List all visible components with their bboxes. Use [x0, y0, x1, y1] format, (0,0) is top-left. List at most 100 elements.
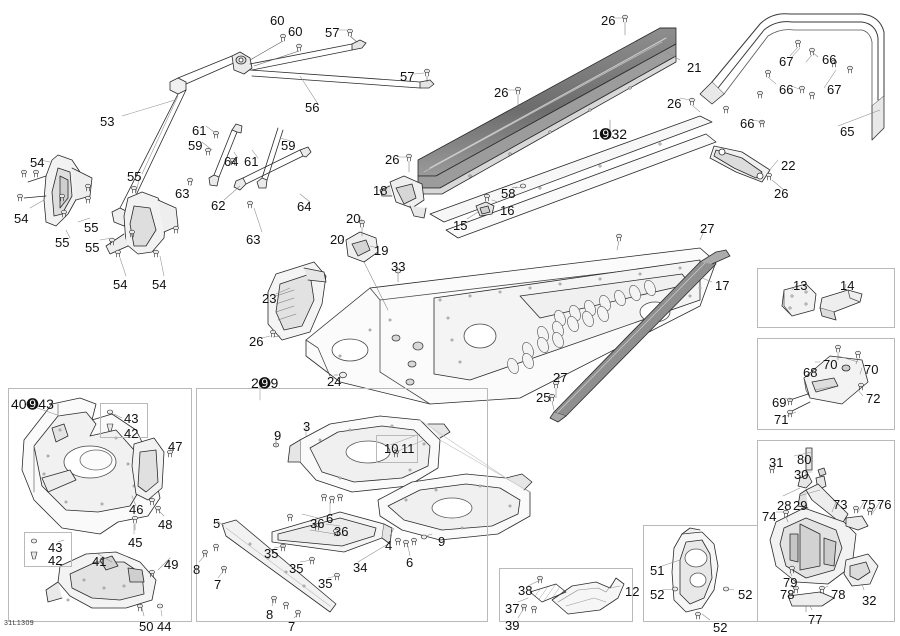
callout-55: 55	[55, 235, 70, 250]
callout-70: 70	[823, 357, 838, 372]
callout-31: 31	[769, 455, 784, 470]
callout-52: 52	[713, 620, 728, 635]
callout-26: 26	[667, 96, 682, 111]
callout-44: 44	[157, 619, 172, 634]
callout-7: 7	[288, 619, 296, 634]
callout-59: 59	[188, 138, 203, 153]
callout-41: 41	[92, 554, 107, 569]
footer-code: 31L1309	[4, 620, 35, 627]
callout-21: 21	[687, 60, 702, 75]
callout-54: 54	[152, 277, 167, 292]
callout-27: 27	[700, 221, 715, 236]
callout-43: 43	[124, 411, 139, 426]
panel-10-11	[376, 435, 418, 463]
callout-36: 36	[334, 524, 349, 539]
callout-13: 13	[793, 278, 808, 293]
rear-grab-bar	[699, 13, 885, 183]
callout-55: 55	[85, 240, 100, 255]
callout-64: 64	[224, 154, 239, 169]
callout-2-9: 2➒9	[251, 375, 279, 391]
callout-70: 70	[864, 362, 879, 377]
callout-34: 34	[353, 560, 368, 575]
callout-14: 14	[840, 278, 855, 293]
callout-19: 19	[374, 243, 389, 258]
callout-23: 23	[262, 291, 277, 306]
callout-80: 80	[797, 452, 812, 467]
callout-60: 60	[270, 13, 285, 28]
callout-50: 50	[139, 619, 154, 634]
callout-57: 57	[400, 69, 415, 84]
callout-54: 54	[30, 155, 45, 170]
callout-28: 28	[777, 498, 792, 513]
callout-8: 8	[266, 607, 274, 622]
steering-column-support	[768, 447, 879, 613]
callout-55: 55	[84, 220, 99, 235]
skid-plate-parts	[520, 575, 625, 615]
callout-30: 30	[794, 467, 809, 482]
callout-49: 49	[164, 557, 179, 572]
callout-58: 58	[501, 186, 516, 201]
callout-5: 5	[213, 516, 221, 531]
callout-69: 69	[772, 395, 787, 410]
callout-53: 53	[100, 114, 115, 129]
callout-43: 43	[48, 540, 63, 555]
callout-38: 38	[518, 583, 533, 598]
callout-35: 35	[264, 546, 279, 561]
callout-26: 26	[601, 13, 616, 28]
panel-73-80	[757, 440, 895, 622]
callout-66: 66	[740, 116, 755, 131]
callout-60: 60	[288, 24, 303, 39]
callout-26: 26	[494, 85, 509, 100]
callout-54: 54	[14, 211, 29, 226]
callout-46: 46	[129, 502, 144, 517]
callout-66: 66	[822, 52, 837, 67]
callout-39: 39	[505, 618, 520, 633]
callout-3: 3	[303, 419, 311, 434]
callout-1-32: 1➒32	[592, 126, 628, 142]
plate-cap-parts	[781, 283, 863, 321]
callout-25: 25	[536, 390, 551, 405]
callout-48: 48	[158, 517, 173, 532]
callout-18: 18	[373, 183, 388, 198]
steering-support-bracket	[671, 527, 730, 620]
callout-78: 78	[831, 587, 846, 602]
panel-front-body	[8, 388, 192, 622]
callout-22: 22	[781, 158, 796, 173]
callout-15: 15	[453, 218, 468, 233]
callout-9: 9	[438, 534, 446, 549]
callout-79: 79	[783, 575, 798, 590]
callout-51: 51	[650, 563, 665, 578]
panel-running-board	[196, 388, 488, 622]
callout-40-43: 40➒43	[11, 396, 54, 412]
callout-73: 73	[833, 497, 848, 512]
panel-43-42-bottom	[24, 532, 72, 567]
callout-17: 17	[715, 278, 730, 293]
callout-42: 42	[48, 553, 63, 568]
callout-12: 12	[625, 584, 640, 599]
callout-56: 56	[305, 100, 320, 115]
callout-47: 47	[168, 439, 183, 454]
snow-flap-rail	[548, 233, 731, 423]
callout-66: 66	[779, 82, 794, 97]
panel-68-72	[757, 338, 895, 430]
callout-6: 6	[406, 555, 414, 570]
steering-linkage-group	[16, 28, 435, 258]
callout-65: 65	[840, 124, 855, 139]
callout-74: 74	[762, 509, 777, 524]
callout-57: 57	[325, 25, 340, 40]
callout-8: 8	[193, 562, 201, 577]
callout-20: 20	[346, 211, 361, 226]
callout-75: 75	[861, 497, 876, 512]
panel-43-42-top	[100, 403, 148, 438]
callout-62: 62	[211, 198, 226, 213]
callout-20: 20	[330, 232, 345, 247]
callout-52: 52	[650, 587, 665, 602]
callout-26: 26	[249, 334, 264, 349]
callout-59: 59	[281, 138, 296, 153]
callout-63: 63	[175, 186, 190, 201]
callout-36: 36	[310, 516, 325, 531]
callout-61: 61	[192, 123, 207, 138]
callout-11: 11	[401, 441, 415, 456]
callout-35: 35	[318, 576, 333, 591]
